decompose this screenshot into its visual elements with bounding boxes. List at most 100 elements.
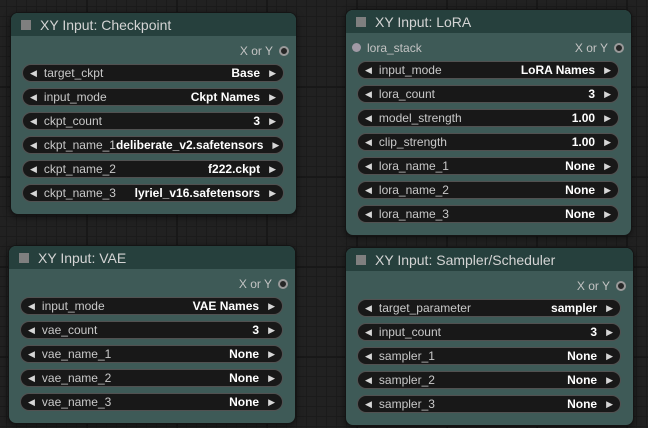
widget-label: model_strength xyxy=(378,111,462,125)
output-slot-x-or-y[interactable]: X or Y xyxy=(240,44,289,58)
increment-arrow-icon[interactable]: ▶ xyxy=(606,302,613,313)
increment-arrow-icon[interactable]: ▶ xyxy=(606,326,613,337)
increment-arrow-icon[interactable]: ▶ xyxy=(606,398,613,409)
increment-arrow-icon[interactable]: ▶ xyxy=(269,115,276,126)
input-slot-lora_stack[interactable]: lora_stack xyxy=(352,41,422,55)
output-dot[interactable] xyxy=(616,280,626,291)
output-slot-x-or-y[interactable]: X or Y xyxy=(239,277,288,291)
collapse-toggle-icon[interactable] xyxy=(21,19,31,30)
increment-arrow-icon[interactable]: ▶ xyxy=(272,139,280,150)
increment-arrow-icon[interactable]: ▶ xyxy=(268,300,275,311)
collapse-toggle-icon[interactable] xyxy=(356,16,366,27)
decrement-arrow-icon[interactable]: ◀ xyxy=(365,160,372,171)
increment-arrow-icon[interactable]: ▶ xyxy=(268,372,275,383)
increment-arrow-icon[interactable]: ▶ xyxy=(604,160,611,171)
widget-value: None xyxy=(565,159,596,173)
node-titlebar[interactable]: XY Input: VAE xyxy=(9,246,295,269)
increment-arrow-icon[interactable]: ▶ xyxy=(604,136,611,147)
widget-value: None xyxy=(567,373,598,387)
increment-arrow-icon[interactable]: ▶ xyxy=(269,91,276,102)
decrement-arrow-icon[interactable]: ◀ xyxy=(28,396,35,407)
decrement-arrow-icon[interactable]: ◀ xyxy=(30,187,37,198)
decrement-arrow-icon[interactable]: ◀ xyxy=(365,302,372,313)
decrement-arrow-icon[interactable]: ◀ xyxy=(365,64,372,75)
decrement-arrow-icon[interactable]: ◀ xyxy=(30,163,37,174)
decrement-arrow-icon[interactable]: ◀ xyxy=(365,184,372,195)
decrement-arrow-icon[interactable]: ◀ xyxy=(30,139,37,150)
increment-arrow-icon[interactable]: ▶ xyxy=(604,208,611,219)
decrement-arrow-icon[interactable]: ◀ xyxy=(28,324,35,335)
decrement-arrow-icon[interactable]: ◀ xyxy=(365,136,372,147)
decrement-arrow-icon[interactable]: ◀ xyxy=(365,350,372,361)
decrement-arrow-icon[interactable]: ◀ xyxy=(30,67,37,78)
collapse-toggle-icon[interactable] xyxy=(19,252,29,263)
widget-value: LoRA Names xyxy=(520,63,596,77)
increment-arrow-icon[interactable]: ▶ xyxy=(269,163,276,174)
increment-arrow-icon[interactable]: ▶ xyxy=(604,64,611,75)
increment-arrow-icon[interactable]: ▶ xyxy=(268,324,275,335)
decrement-arrow-icon[interactable]: ◀ xyxy=(28,300,35,311)
decrement-arrow-icon[interactable]: ◀ xyxy=(365,326,372,337)
increment-arrow-icon[interactable]: ▶ xyxy=(268,396,275,407)
widget-label: target_parameter xyxy=(378,301,471,315)
node-titlebar[interactable]: XY Input: Sampler/Scheduler xyxy=(346,248,633,271)
node-titlebar[interactable]: XY Input: Checkpoint xyxy=(11,13,296,36)
output-slot-x-or-y[interactable]: X or Y xyxy=(575,41,624,55)
decrement-arrow-icon[interactable]: ◀ xyxy=(365,112,372,123)
increment-arrow-icon[interactable]: ▶ xyxy=(604,184,611,195)
increment-arrow-icon[interactable]: ▶ xyxy=(268,348,275,359)
node-titlebar[interactable]: XY Input: LoRA xyxy=(346,10,631,33)
slot-row: lora_stack X or Y xyxy=(352,41,624,55)
decrement-arrow-icon[interactable]: ◀ xyxy=(365,374,372,385)
increment-arrow-icon[interactable]: ▶ xyxy=(269,187,276,198)
decrement-arrow-icon[interactable]: ◀ xyxy=(28,348,35,359)
decrement-arrow-icon[interactable]: ◀ xyxy=(28,372,35,383)
node-xy-input-sampler-scheduler[interactable]: XY Input: Sampler/Scheduler X or Y ◀ target… xyxy=(345,247,634,426)
output-dot[interactable] xyxy=(278,278,288,289)
output-dot[interactable] xyxy=(614,42,624,53)
decrement-arrow-icon[interactable]: ◀ xyxy=(30,91,37,102)
increment-arrow-icon[interactable]: ▶ xyxy=(606,374,613,385)
increment-arrow-icon[interactable]: ▶ xyxy=(269,67,276,78)
decrement-arrow-icon[interactable]: ◀ xyxy=(365,208,372,219)
input-dot[interactable] xyxy=(352,43,361,52)
decrement-arrow-icon[interactable]: ◀ xyxy=(30,115,37,126)
increment-arrow-icon[interactable]: ▶ xyxy=(604,112,611,123)
output-slot-x-or-y[interactable]: X or Y xyxy=(577,279,626,293)
increment-arrow-icon[interactable]: ▶ xyxy=(606,350,613,361)
increment-arrow-icon[interactable]: ▶ xyxy=(604,88,611,99)
output-dot[interactable] xyxy=(279,45,289,56)
widget-label: sampler_3 xyxy=(378,397,435,411)
collapse-toggle-icon[interactable] xyxy=(356,254,366,265)
decrement-arrow-icon[interactable]: ◀ xyxy=(365,88,372,99)
widget-label: vae_name_2 xyxy=(41,371,112,385)
decrement-arrow-icon[interactable]: ◀ xyxy=(365,398,372,409)
